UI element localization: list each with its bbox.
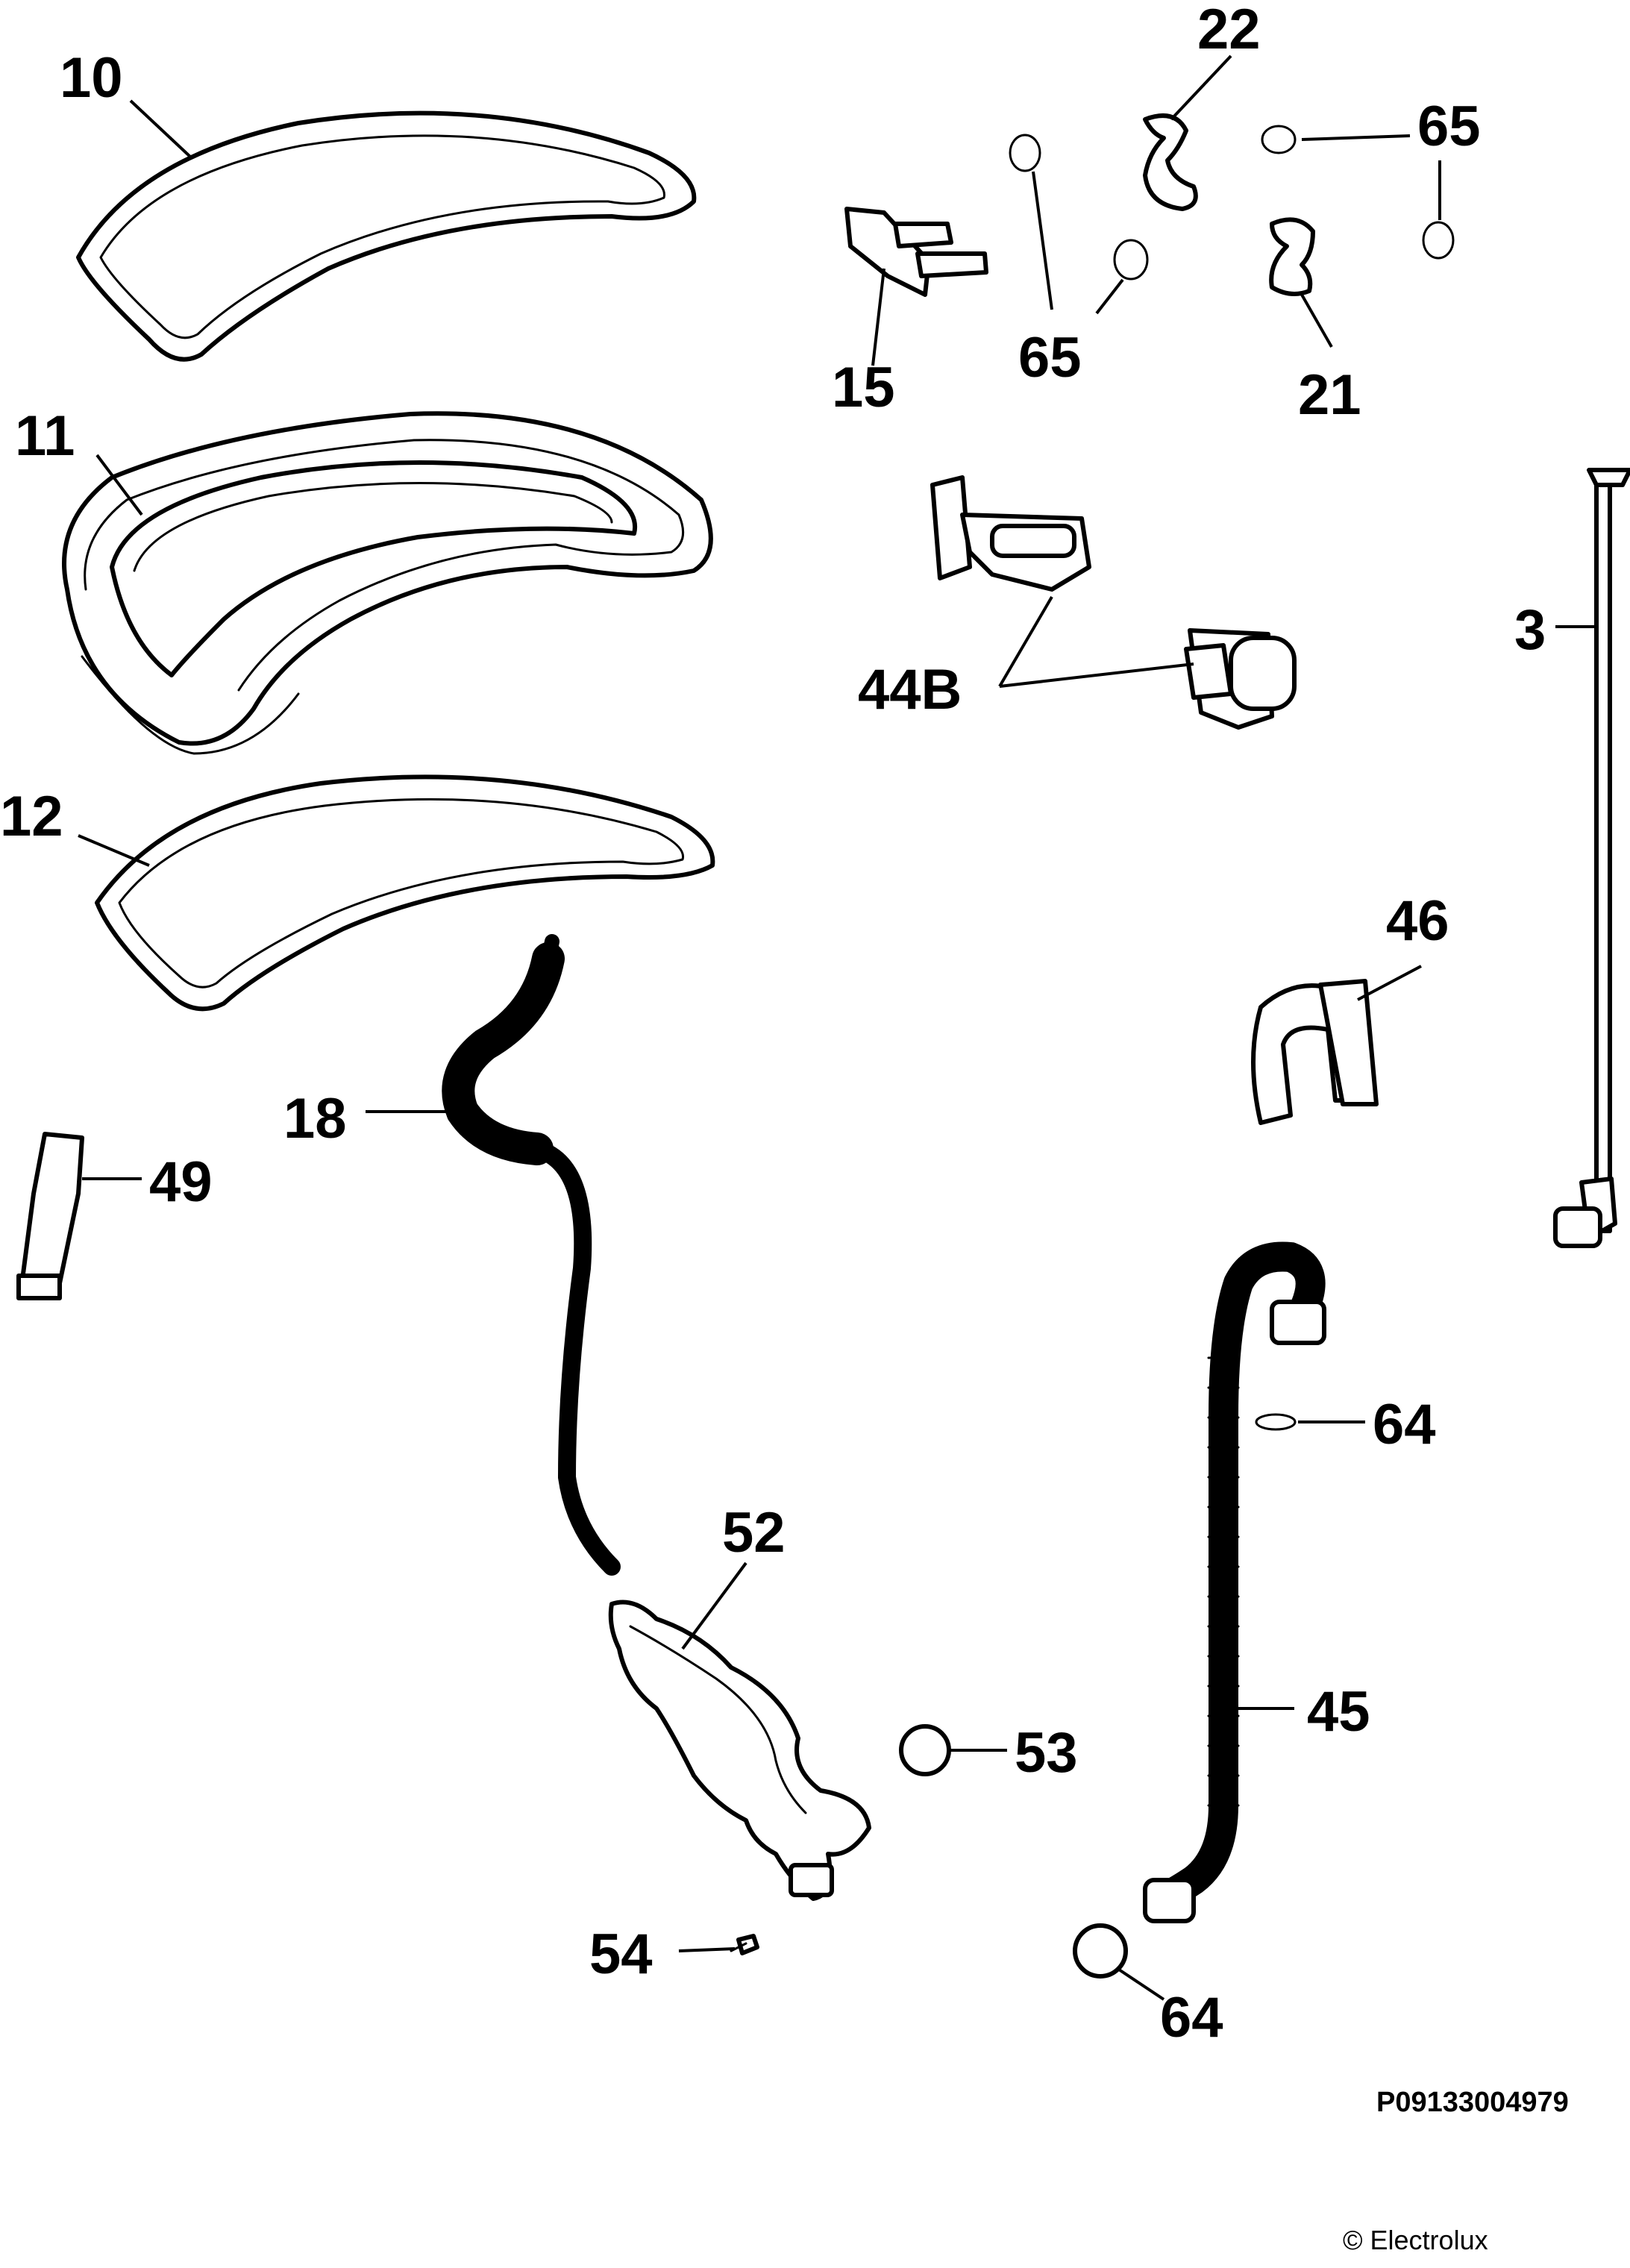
part-10-gasket-frame <box>76 110 697 362</box>
part-45-drain-hose <box>1143 1241 1326 1923</box>
part-3-rod <box>1553 468 1630 1248</box>
label-part-65-top-right: 65 <box>1417 95 1481 158</box>
part-18-hose <box>442 934 621 1576</box>
label-part-53: 53 <box>1015 1721 1078 1785</box>
leader-lines <box>78 54 1596 2001</box>
label-part-52: 52 <box>722 1501 786 1564</box>
part-11-door-seal-bowl <box>62 411 713 755</box>
part-45-hose-ribs <box>1207 1356 1240 1807</box>
part-65-caps <box>1009 125 1455 281</box>
part-44b-assembly <box>930 475 1297 730</box>
label-part-45: 45 <box>1307 1680 1370 1744</box>
label-part-64-upper: 64 <box>1373 1393 1436 1456</box>
label-part-11: 11 <box>15 404 75 468</box>
part-12-gasket-frame <box>95 774 715 1012</box>
part-54-screw <box>730 1934 759 1955</box>
part-21-hose <box>1269 217 1315 296</box>
part-22-hose <box>1143 113 1198 211</box>
copyright-notice: © Electrolux <box>1343 2225 1488 2255</box>
part-64-clamps <box>1073 1413 1297 1979</box>
part-53-ring <box>899 1724 951 1776</box>
label-part-12: 12 <box>0 785 63 848</box>
label-part-10: 10 <box>60 46 123 110</box>
label-part-49: 49 <box>149 1150 213 1214</box>
part-49-bracket <box>16 1132 84 1300</box>
label-part-44b: 44B <box>858 658 962 721</box>
label-part-22: 22 <box>1197 0 1261 61</box>
part-15-bracket <box>844 207 988 297</box>
label-part-65-center: 65 <box>1018 326 1082 389</box>
part-46-clip <box>1251 979 1379 1125</box>
label-part-18: 18 <box>283 1087 347 1150</box>
label-part-46: 46 <box>1386 889 1449 953</box>
label-part-3: 3 <box>1514 598 1546 662</box>
diagram-reference-code: P09133004979 <box>1376 2087 1569 2118</box>
part-52-sump <box>608 1600 871 1901</box>
label-part-64-lower: 64 <box>1160 1986 1223 2049</box>
label-part-54: 54 <box>589 1923 653 1986</box>
label-part-15: 15 <box>832 356 895 419</box>
label-part-21: 21 <box>1298 363 1361 427</box>
